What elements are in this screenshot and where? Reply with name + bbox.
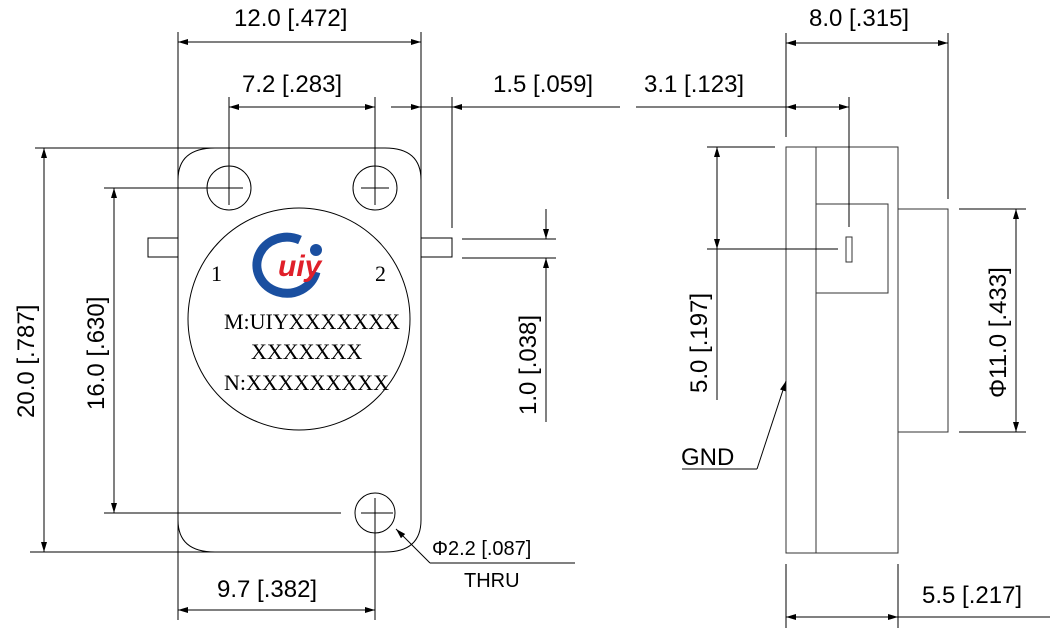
dim-pin-height: 5.0 [.197] — [686, 293, 713, 393]
dim-hole-spacing-vertical: 16.0 [.630] — [83, 297, 110, 410]
dim-hole-spacing-top: 7.2 [.283] — [242, 71, 342, 98]
tab-port-2 — [420, 237, 453, 258]
dim-hole-diameter: Φ2.2 [.087] — [432, 538, 531, 560]
side-view: 8.0 [.315] 3.1 [.123] 5.0 [.197] Φ11.0 [… — [636, 5, 1050, 628]
dim-pin-offset: 3.1 [.123] — [644, 71, 744, 98]
dim-hole-offset-bottom: 9.7 [.382] — [217, 576, 317, 603]
dim-tab-length: 1.5 [.059] — [493, 71, 593, 98]
front-body-outline — [177, 147, 422, 553]
logo-text: uiy — [278, 250, 323, 283]
mounting-hole-bottom — [354, 492, 396, 620]
dim-height-overall: 20.0 [.787] — [13, 305, 40, 418]
model-line: M:UIYXXXXXXX — [224, 309, 400, 334]
port-1-label: 1 — [211, 261, 222, 286]
label-disc — [187, 207, 411, 431]
gnd-label: GND — [681, 444, 734, 471]
model-line-2: XXXXXXX — [251, 339, 362, 364]
side-body — [785, 146, 899, 554]
brand-logo: uiy — [252, 232, 323, 298]
dim-tab-width: 1.0 [.038] — [515, 315, 542, 415]
hole-note: THRU — [464, 570, 520, 592]
tab-port-1 — [147, 237, 179, 258]
dim-width-overall: 12.0 [.472] — [234, 5, 347, 32]
dim-total-depth: 8.0 [.315] — [809, 5, 909, 32]
front-view: uiy 1 2 M:UIYXXXXXXX XXXXXXX N:XXXXXXXXX… — [13, 5, 620, 620]
side-pin — [845, 236, 853, 263]
dim-body-depth: 5.5 [.217] — [922, 582, 1022, 609]
port-2-label: 2 — [375, 261, 386, 286]
side-boss — [897, 208, 949, 433]
dim-boss-diameter: Φ11.0 [.433] — [985, 267, 1012, 398]
serial-line: N:XXXXXXXXX — [224, 370, 389, 395]
